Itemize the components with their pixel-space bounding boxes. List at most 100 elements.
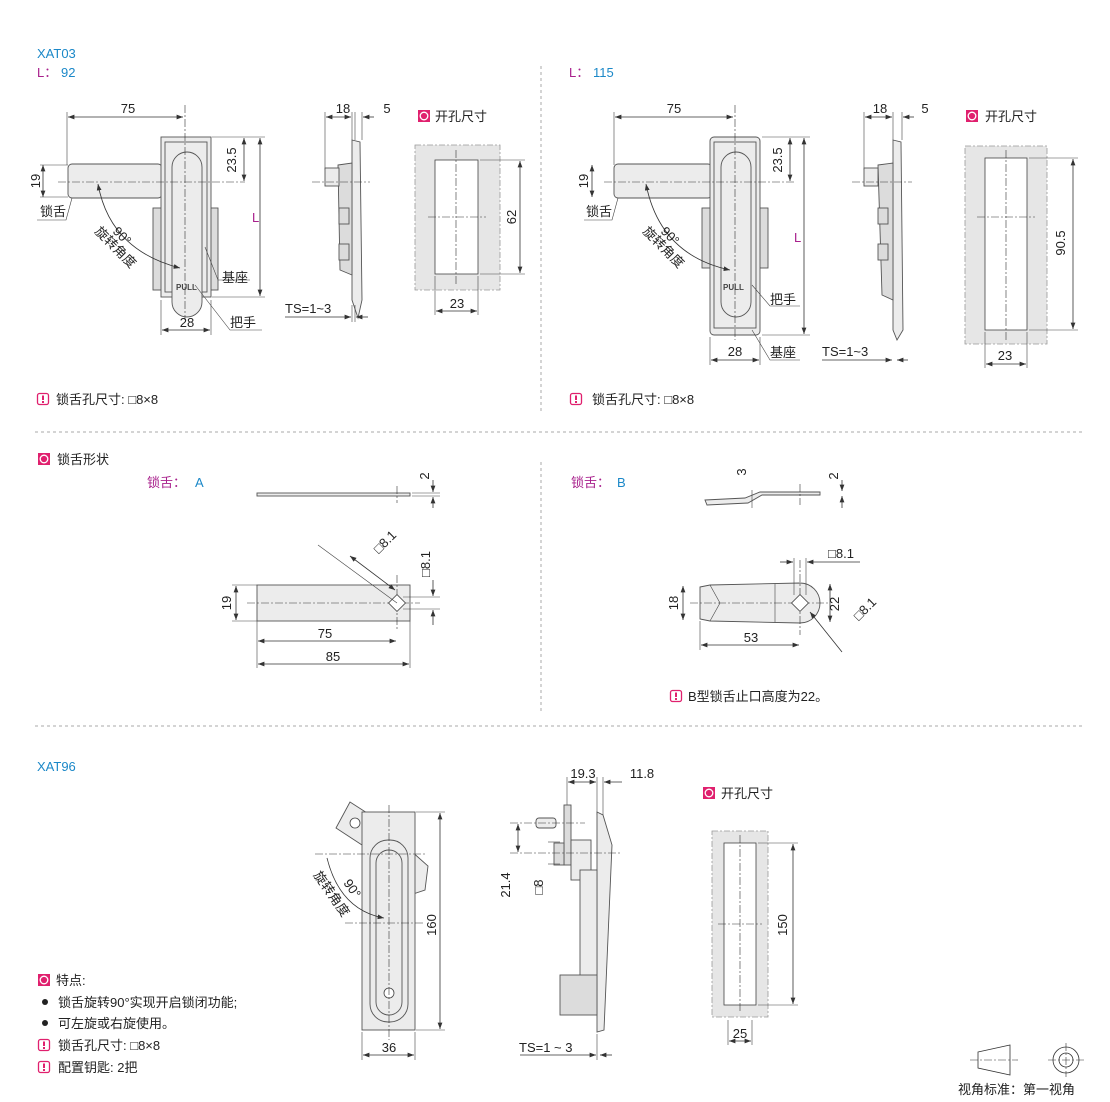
dim-length-85: 85	[326, 649, 340, 664]
circle-icon	[702, 786, 716, 800]
xat03-right: L： 115 75 23.5 L 19 锁舌	[569, 65, 1078, 407]
l-label: L：	[569, 65, 589, 80]
side-view	[510, 777, 622, 1060]
projection-label: 视角标准：第一视角	[958, 1082, 1075, 1097]
ts-range: TS=1 ~ 3	[519, 1040, 572, 1055]
model-title: XAT03	[37, 46, 76, 61]
dim-thickness-2: 2	[826, 472, 841, 479]
l-value: 115	[593, 65, 614, 80]
dim-length-75: 75	[318, 626, 332, 641]
warning-icon	[569, 392, 583, 406]
bullet-icon	[42, 1020, 48, 1026]
label-base: 基座	[770, 345, 796, 360]
dim-width: 36	[382, 1040, 396, 1055]
cutout-height: 150	[775, 914, 790, 936]
label-handle: 把手	[770, 292, 796, 307]
feature-item: 锁舌旋转90°实现开启锁闭功能;	[58, 995, 237, 1010]
circle-icon	[965, 109, 979, 123]
cutout-title: 开孔尺寸	[985, 109, 1037, 124]
cutout-drawing	[414, 144, 525, 315]
label-tongue: 锁舌	[586, 204, 612, 219]
section-title: 锁舌形状	[57, 452, 109, 467]
warning-icon	[37, 1038, 51, 1052]
pull-text: PULL	[176, 283, 197, 292]
side-view	[822, 112, 914, 363]
tongue-a-label: 锁舌：	[147, 475, 186, 490]
dim-width: 28	[180, 315, 194, 330]
dim-top: 23.5	[224, 147, 239, 172]
cutout-drawing	[711, 830, 798, 1045]
warning-icon	[37, 1060, 51, 1074]
dim-tongue-length: 75	[667, 101, 681, 116]
bullet-icon	[42, 999, 48, 1005]
warning-icon	[36, 392, 50, 406]
dim-square-vert: □8.1	[418, 551, 433, 577]
tongue-shape-section: 锁舌形状 锁舌： A 2 □8.1 □8.1 19	[37, 452, 879, 704]
label-tongue: 锁舌	[40, 204, 66, 219]
cutout-drawing	[964, 145, 1078, 368]
dim-top: 23.5	[770, 147, 785, 172]
side-dim-b: 5	[383, 101, 390, 116]
front-view	[37, 105, 265, 335]
circle-icon	[417, 109, 431, 123]
side-dim-b: 5	[921, 101, 928, 116]
dim-width: 28	[728, 344, 742, 359]
pull-text: PULL	[723, 283, 744, 292]
first-angle-projection-icon	[970, 1043, 1084, 1077]
side-dim-a: 18	[873, 101, 887, 116]
dim-thickness-3: 3	[734, 468, 749, 475]
note-keys: 配置钥匙: 2把	[58, 1060, 137, 1075]
dim-length: 160	[424, 914, 439, 936]
side-dim-a: 18	[336, 101, 350, 116]
dim-height: 22	[827, 597, 842, 611]
note-tongue-hole: 锁舌孔尺寸: □8×8	[56, 392, 158, 407]
dim-square-diag: □8.1	[370, 527, 399, 556]
side-square: □8	[531, 879, 546, 894]
side-dim-a: 19.3	[570, 766, 595, 781]
warning-icon	[669, 689, 683, 703]
cutout-width: 25	[733, 1026, 747, 1041]
dim-tongue-length: 75	[121, 101, 135, 116]
l-label: L：	[37, 65, 57, 80]
cutout-height: 62	[504, 210, 519, 224]
tongue-b-type: B	[617, 475, 626, 490]
tongue-b-label: 锁舌：	[571, 475, 610, 490]
feature-item: 可左旋或右旋使用。	[58, 1016, 175, 1031]
cutout-title: 开孔尺寸	[721, 786, 773, 801]
dim-width: 18	[666, 596, 681, 610]
side-dim-height: 21.4	[498, 872, 513, 897]
dim-width: 19	[219, 596, 234, 610]
cutout-width: 23	[450, 296, 464, 311]
side-dim-b: 11.8	[630, 766, 654, 781]
xat96: XAT96 160 36 90° 旋转角度	[37, 759, 798, 1075]
tongue-b-drawing	[680, 480, 860, 653]
dim-tongue-width: 19	[28, 174, 43, 188]
features-title: 特点:	[56, 973, 86, 988]
front-view	[584, 105, 810, 365]
ts-range: TS=1~3	[822, 344, 868, 359]
note-b-height: B型锁舌止口高度为22。	[688, 689, 828, 704]
tongue-a-type: A	[195, 475, 204, 490]
cutout-title: 开孔尺寸	[435, 109, 487, 124]
label-base: 基座	[222, 270, 248, 285]
note-tongue-hole: 锁舌孔尺寸: □8×8	[592, 392, 694, 407]
dim-l: L	[794, 230, 801, 245]
cutout-width: 23	[998, 348, 1012, 363]
model-title: XAT96	[37, 759, 76, 774]
l-value: 92	[61, 65, 75, 80]
dim-square-top: □8.1	[828, 546, 854, 561]
label-handle: 把手	[230, 315, 256, 330]
note-tongue-hole: 锁舌孔尺寸: □8×8	[58, 1038, 160, 1053]
label-rotation: 旋转角度	[311, 868, 353, 919]
dim-l: L	[252, 210, 259, 225]
xat03-left: XAT03 L： 92 75	[28, 46, 525, 407]
dim-length: 53	[744, 630, 758, 645]
dim-thickness: 2	[417, 472, 432, 479]
dim-square-diag: □8.1	[850, 594, 879, 623]
dim-tongue-width: 19	[576, 174, 591, 188]
tongue-a-drawing	[232, 480, 440, 668]
cutout-height: 90.5	[1053, 230, 1068, 255]
ts-range: TS=1~3	[285, 301, 331, 316]
front-view	[315, 801, 445, 1060]
